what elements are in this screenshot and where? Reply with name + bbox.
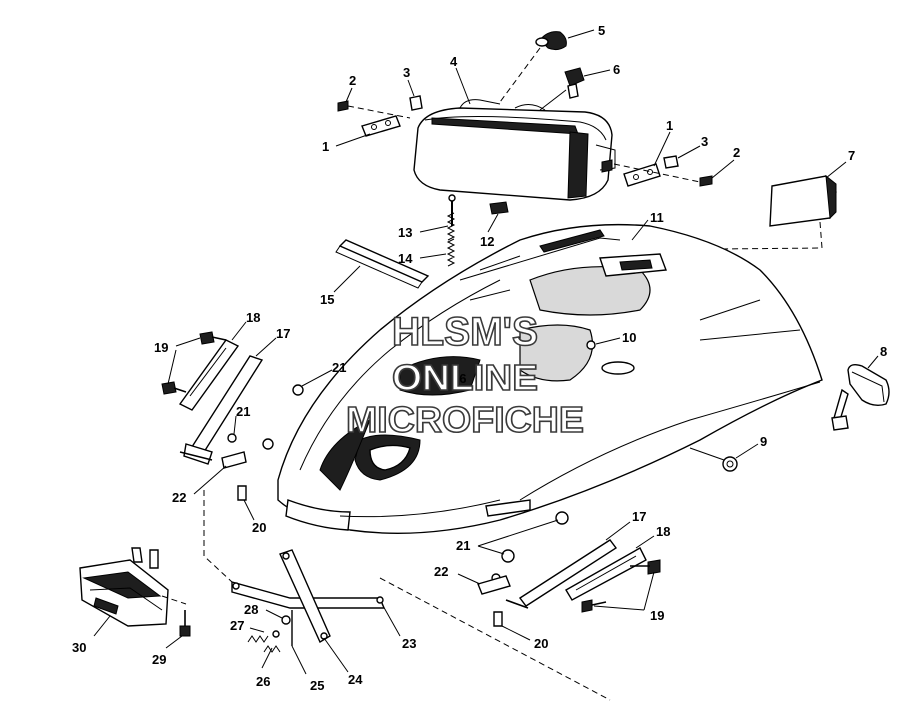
nut-21-right <box>491 511 569 583</box>
callout-18-left: 18 <box>246 310 260 325</box>
callout-20-left: 20 <box>252 520 266 535</box>
callout-10: 10 <box>622 330 636 345</box>
bracket-right <box>613 155 713 187</box>
callout-26: 26 <box>256 674 270 689</box>
bracket-17-right <box>505 539 618 609</box>
mirror-7 <box>609 174 837 251</box>
bulb-socket-6 <box>564 67 585 99</box>
clip-12 <box>489 201 509 215</box>
callout-30: 30 <box>72 640 86 655</box>
callout-22-left: 22 <box>172 490 186 505</box>
callout-27: 27 <box>230 618 244 633</box>
nut-21-left <box>227 384 304 450</box>
frame-24 <box>279 549 331 644</box>
housing-30 <box>79 547 169 627</box>
callout-17-left: 17 <box>276 326 290 341</box>
callout-17-right: 17 <box>632 509 646 524</box>
bracket-22-left <box>221 451 247 469</box>
plate-18-left <box>178 339 240 411</box>
screw-20-right <box>493 611 503 627</box>
strip-15 <box>335 239 430 289</box>
mirror-8 <box>831 363 890 431</box>
pin-13 <box>448 194 456 226</box>
callout-12: 12 <box>480 234 494 249</box>
bulb-5 <box>535 31 567 51</box>
watermark-line-2: ONLINE <box>392 357 538 398</box>
callout-21-left-bottom: 21 <box>236 404 250 419</box>
assembly-dash-lines <box>161 490 611 701</box>
bracket-22-right <box>477 575 511 595</box>
callout-15: 15 <box>320 292 334 307</box>
callout-19-left: 19 <box>154 340 168 355</box>
callout-6: 6 <box>613 62 620 77</box>
headlight-assembly <box>413 99 616 201</box>
watermark-line-1: HLSM'S <box>392 310 538 354</box>
hood-11 <box>277 223 823 535</box>
callout-2-left: 2 <box>349 73 356 88</box>
callout-8: 8 <box>880 344 887 359</box>
callout-9: 9 <box>760 434 767 449</box>
watermark: HLSM'S ONLINE MICROFICHE <box>345 309 585 441</box>
callout-18-right: 18 <box>656 524 670 539</box>
callout-23: 23 <box>402 636 416 651</box>
callout-24: 24 <box>348 672 363 687</box>
callout-2-right: 2 <box>733 145 740 160</box>
callout-19-right: 19 <box>650 608 664 623</box>
bracket-17-left <box>179 355 264 465</box>
grommet-9 <box>689 447 738 472</box>
callout-1-right: 1 <box>666 118 673 133</box>
callout-22-right: 22 <box>434 564 448 579</box>
callout-3-left: 3 <box>403 65 410 80</box>
callout-20-right: 20 <box>534 636 548 651</box>
callout-16: 16 <box>452 371 466 386</box>
callout-7: 7 <box>848 148 855 163</box>
callouts: 1 1 2 2 3 3 4 5 6 7 8 9 10 <box>72 23 887 693</box>
callout-11: 11 <box>650 210 664 225</box>
bracket-left <box>337 95 423 137</box>
callout-29: 29 <box>152 652 166 667</box>
leader-bulb-5 <box>499 47 541 103</box>
callout-25: 25 <box>310 678 324 693</box>
watermark-line-3: MICROFICHE <box>346 399 584 440</box>
bolt-19-right <box>581 559 661 613</box>
callout-21-right: 21 <box>456 538 470 553</box>
callout-21-left-top: 21 <box>332 360 346 375</box>
callout-28: 28 <box>244 602 258 617</box>
spring-14 <box>446 212 456 267</box>
callout-5: 5 <box>598 23 605 38</box>
callout-13: 13 <box>398 225 412 240</box>
screw-20-left <box>237 485 247 501</box>
callout-3-right: 3 <box>701 134 708 149</box>
callout-4: 4 <box>450 54 458 69</box>
bolt-29 <box>179 610 191 637</box>
bolt-19-left <box>161 331 227 395</box>
plate-18-right <box>565 547 647 601</box>
callout-1-left: 1 <box>322 139 329 154</box>
callout-14: 14 <box>398 251 413 266</box>
springs-26-27 <box>247 615 291 653</box>
leader-bulb-6 <box>539 89 567 111</box>
